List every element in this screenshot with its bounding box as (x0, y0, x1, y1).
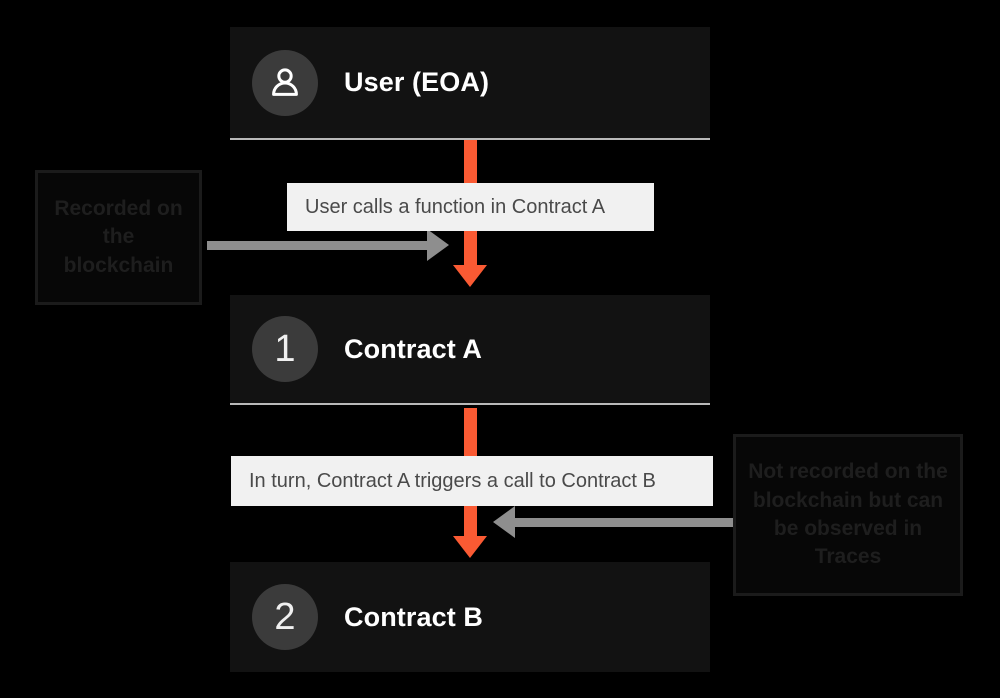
person-icon (272, 67, 298, 96)
step-number-2: 2 (274, 596, 296, 638)
step-badge-2: 2 (252, 584, 318, 650)
message-label-user-calls-contract-a: User calls a function in Contract A (287, 183, 654, 231)
annotation-arrow-left-shaft (207, 241, 429, 250)
annotation-right-text: Not recorded on the blockchain but can b… (748, 460, 948, 569)
node-contract-b[interactable]: 2 Contract B (230, 562, 710, 672)
node-label-user-eoa: User (EOA) (344, 67, 490, 97)
step-number-1: 1 (274, 328, 296, 370)
node-label-contract-b: Contract B (344, 601, 484, 632)
arrowhead-down-icon-contract-b (453, 536, 487, 558)
step-badge-1: 1 (252, 316, 318, 382)
arrowhead-right-icon (427, 229, 449, 261)
node-user-eoa[interactable]: User (EOA) (230, 27, 710, 140)
connector-contract-a-to-contract-b-lower (464, 504, 477, 542)
message-label-contract-a-calls-contract-b: In turn, Contract A triggers a call to C… (231, 456, 713, 506)
arrowhead-left-icon (493, 506, 515, 538)
connector-user-to-contract-a-upper (464, 140, 477, 185)
annotation-arrow-right-shaft (515, 518, 735, 527)
annotation-recorded-on-blockchain: Recorded on the blockchain (35, 170, 202, 305)
connector-contract-a-to-contract-b-upper (464, 408, 477, 456)
connector-user-to-contract-a-lower (464, 230, 477, 270)
annotation-not-recorded-on-blockchain: Not recorded on the blockchain but can b… (733, 434, 963, 596)
annotation-left-text: Recorded on the blockchain (54, 196, 183, 277)
node-label-contract-a: Contract A (344, 333, 483, 364)
user-avatar (252, 49, 318, 116)
arrowhead-down-icon-contract-a (453, 265, 487, 287)
node-contract-a[interactable]: 1 Contract A (230, 295, 710, 405)
